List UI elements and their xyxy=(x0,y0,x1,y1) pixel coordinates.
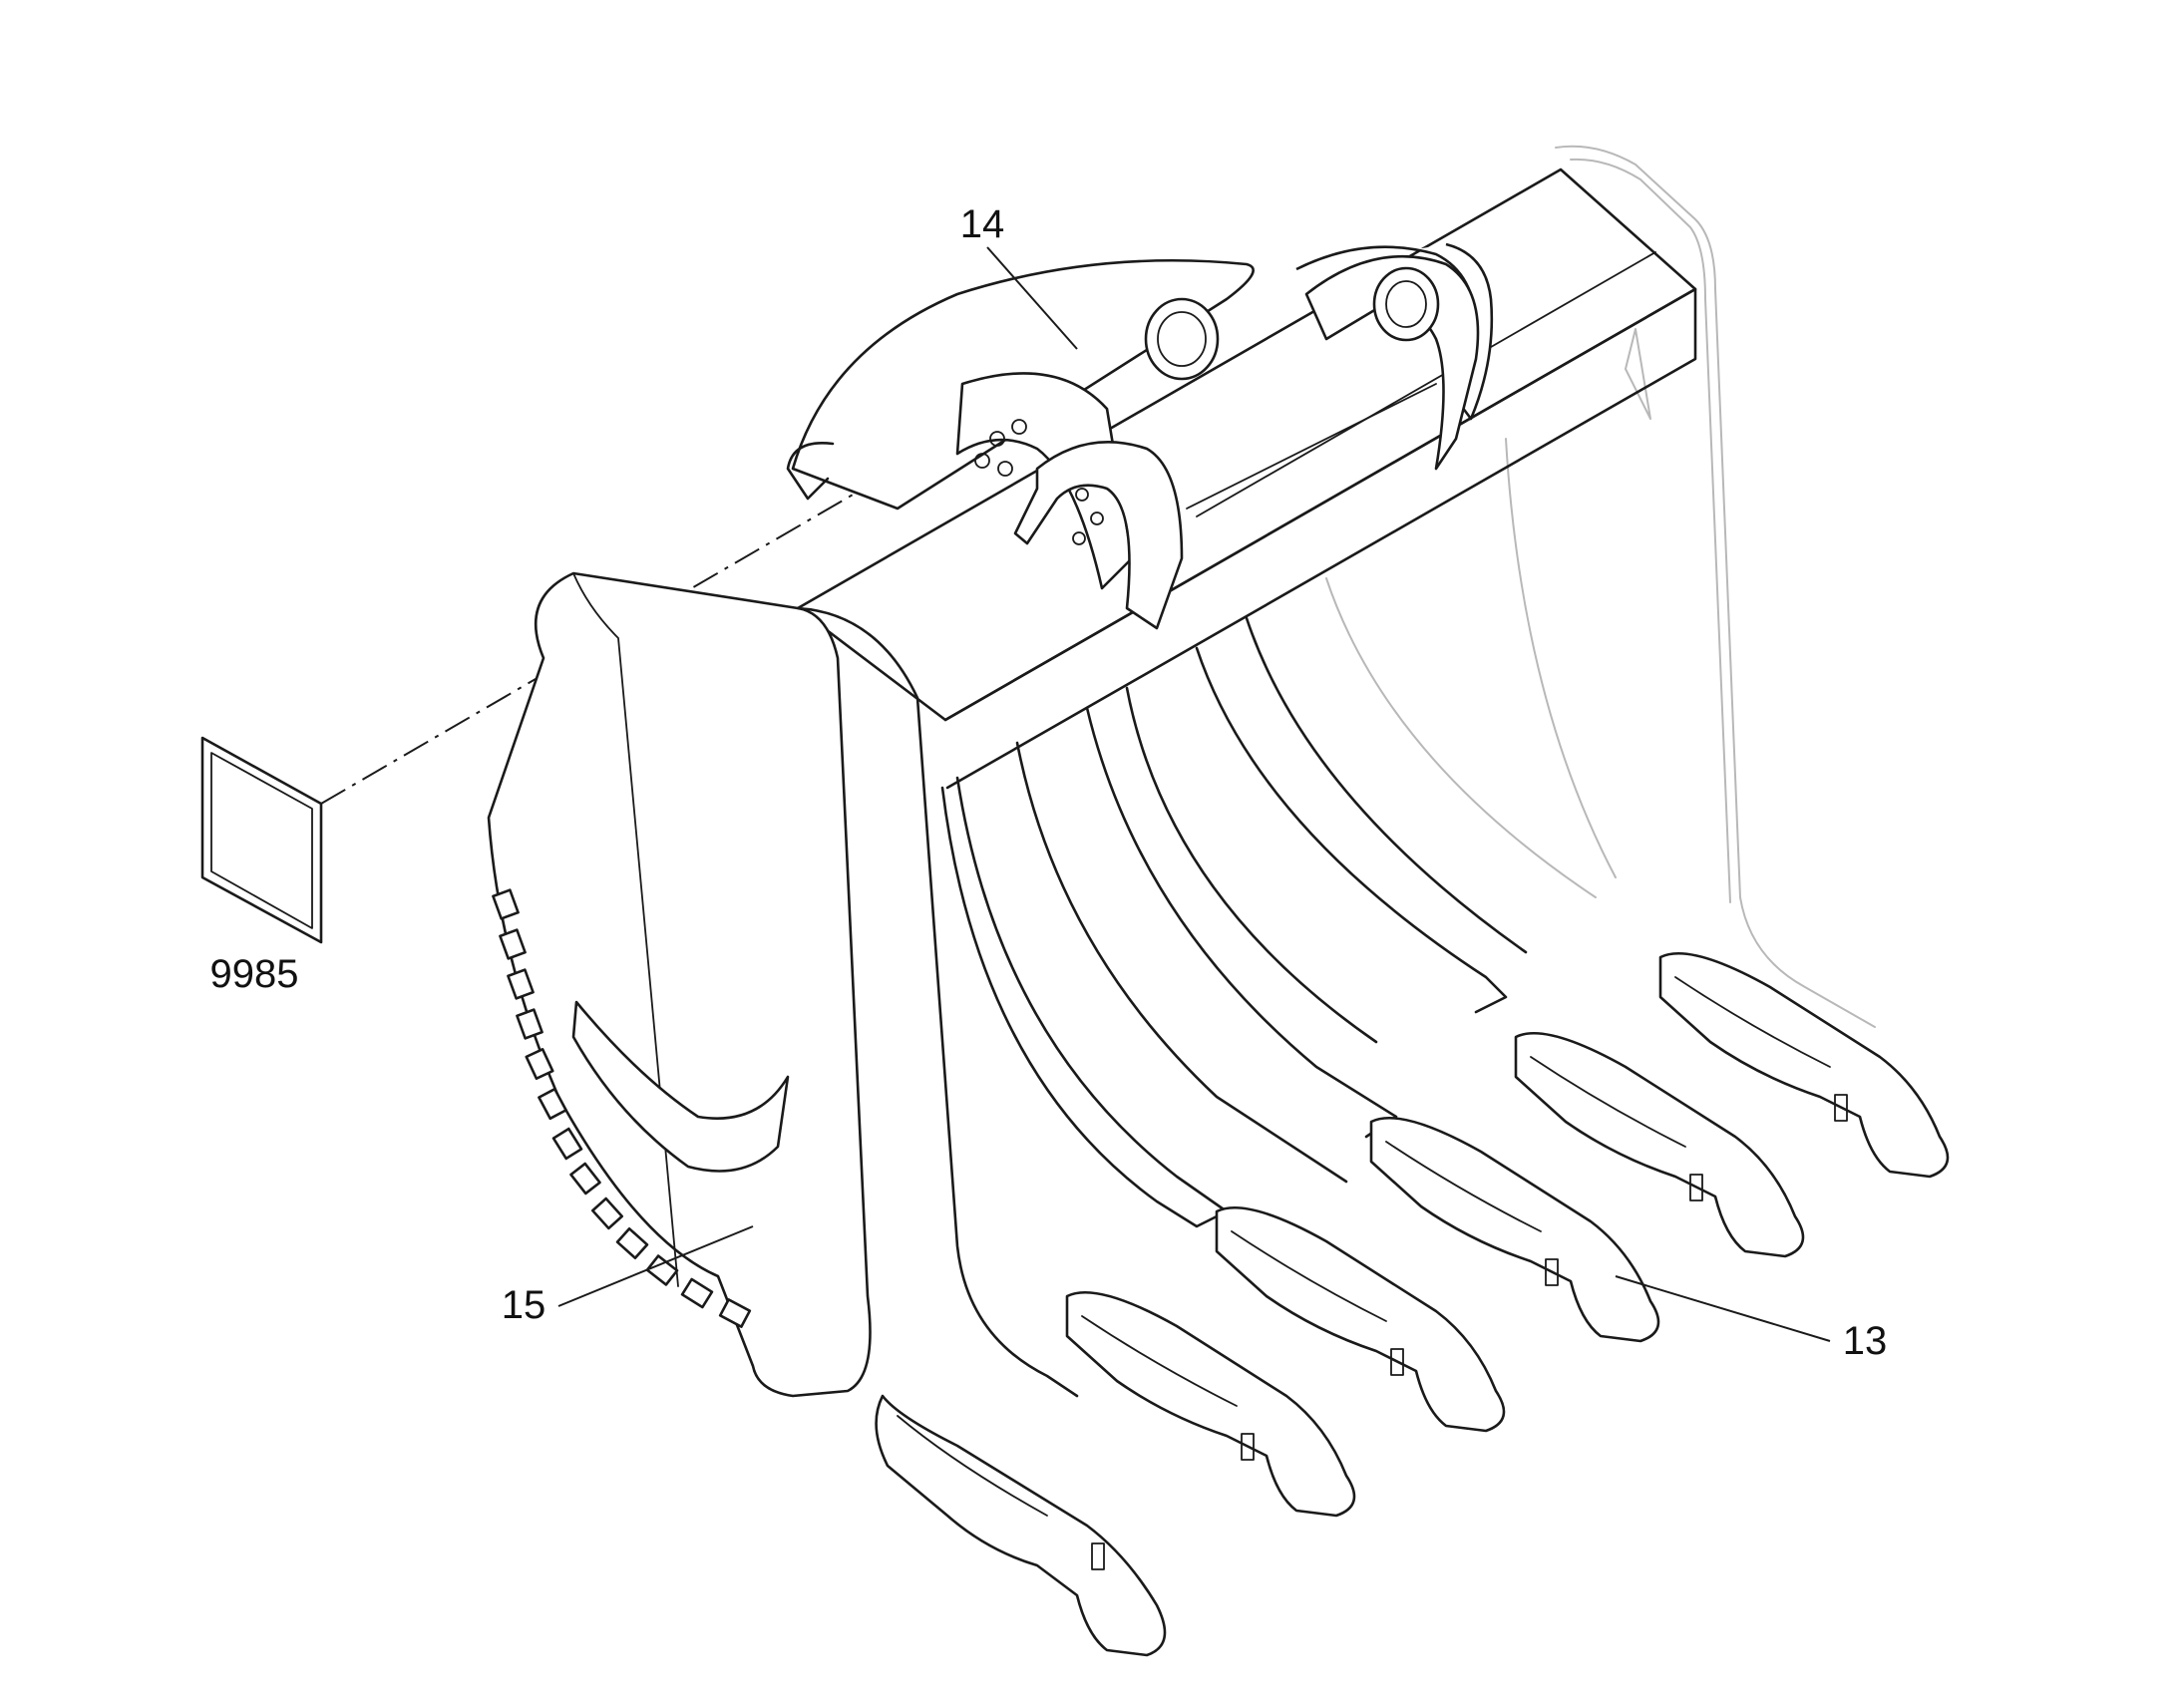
tooth xyxy=(1065,1290,1356,1518)
bolt-pattern xyxy=(974,419,1104,545)
tooth xyxy=(1514,1031,1805,1258)
callout-label-14: 14 xyxy=(960,202,1005,246)
callout-label-15: 15 xyxy=(502,1283,546,1327)
left-side-plate-part-15[interactable] xyxy=(487,571,1079,1398)
bucket-teeth-part-13[interactable] xyxy=(875,951,1950,1657)
leader-line-13 xyxy=(1615,1275,1831,1342)
leader-line-14 xyxy=(986,246,1078,350)
tooth xyxy=(1215,1205,1506,1433)
decal-part-9985[interactable] xyxy=(200,736,323,944)
mounting-bracket-part-14[interactable] xyxy=(786,242,1494,630)
leader-line-15 xyxy=(557,1225,754,1307)
callout-label-13: 13 xyxy=(1843,1319,1888,1363)
tooth xyxy=(875,1394,1167,1657)
side-cutter-teeth xyxy=(492,888,752,1328)
curved-tine-plates xyxy=(940,577,1597,1228)
callout-label-9985: 9985 xyxy=(210,952,299,996)
pin-bushing-left xyxy=(1144,297,1220,381)
tooth xyxy=(1369,1116,1660,1343)
right-side-plate xyxy=(1505,145,1876,1028)
decal-placement-line xyxy=(320,468,899,805)
pin-bushing-right xyxy=(1372,266,1440,342)
tooth xyxy=(1658,951,1950,1179)
